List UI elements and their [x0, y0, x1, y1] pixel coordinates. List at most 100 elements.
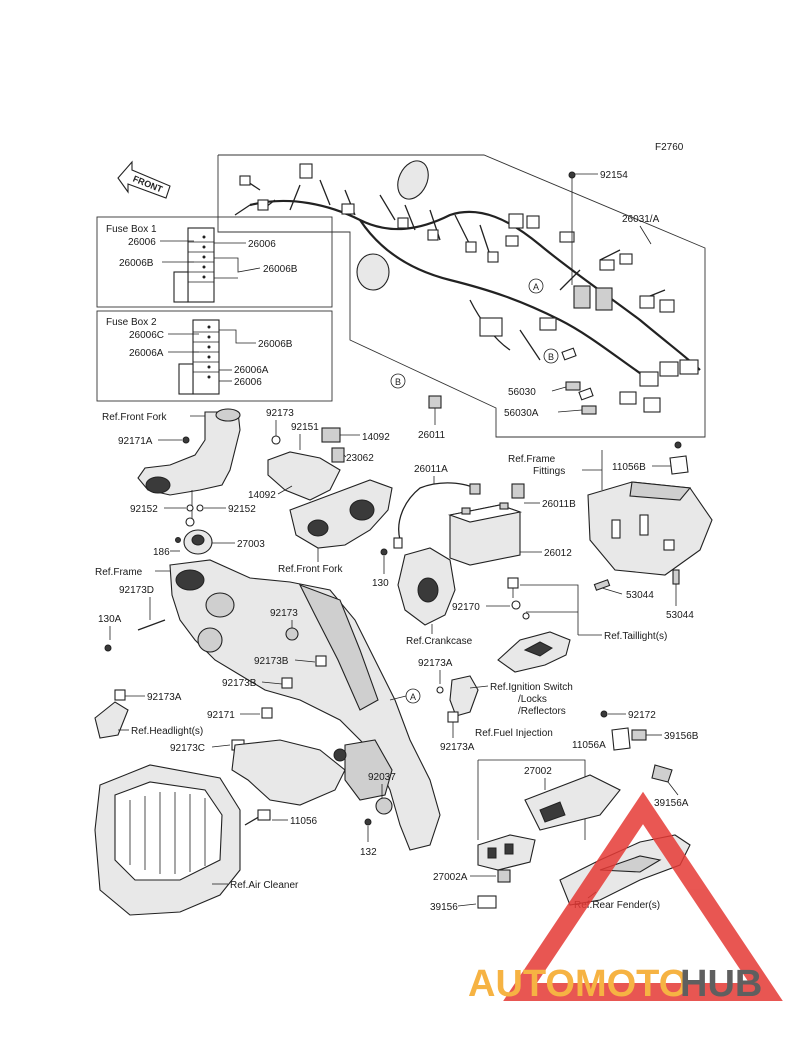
label-26011A: 26011A: [414, 464, 448, 475]
label-56030: 56030: [508, 387, 536, 398]
relay-block-2: [595, 287, 613, 311]
label-92173-b: 92173: [270, 608, 298, 619]
label-92173A-b: 92173A: [418, 658, 453, 669]
label-11056B: 11056B: [612, 462, 646, 473]
fuse1-label-right-2: 26006B: [263, 264, 298, 275]
fuse2-label-left-1: 26006C: [129, 330, 164, 341]
label-39156A: 39156A: [654, 798, 689, 809]
label-ref-front-fork-2: Ref.Front Fork: [278, 564, 343, 575]
label-92173D: 92173D: [119, 585, 154, 596]
label-186: 186: [153, 547, 170, 558]
frame-structure: Ref.Frame 92173D 130A 92173 92173B 92173…: [94, 559, 441, 851]
ecu-assembly: Ref.Fuel Injection 92172 11056A 39156B 2…: [475, 710, 699, 871]
label-ref-ignition-1: Ref.Ignition Switch: [490, 682, 573, 693]
label-26011B: 26011B: [542, 499, 576, 510]
label-92173-a: 92173: [266, 408, 294, 419]
label-26031A: 26031/A: [622, 214, 660, 225]
label-92152-a: 92152: [130, 504, 158, 515]
front-arrow: FRONT: [117, 160, 171, 199]
battery-case: Ref.Frame Fittings 11056B 53044 53044: [508, 441, 713, 621]
watermark-text-1: AUTOMOTO: [468, 963, 688, 1005]
fuse1-label-left-2: 26006B: [119, 258, 154, 269]
wiring-harness: [234, 160, 701, 413]
label-27003: 27003: [237, 539, 265, 550]
label-26011: 26011: [418, 430, 446, 441]
callout-b-harness: B: [543, 348, 559, 364]
fuse2-label-right-1: 26006B: [258, 339, 293, 350]
label-92172: 92172: [628, 710, 656, 721]
relay-block-1: [573, 285, 591, 309]
label-ref-rear-fender: Ref.Rear Fender(s): [574, 900, 660, 911]
label-ref-front-fork-1: Ref.Front Fork: [102, 412, 167, 423]
callout-b-26011: B 26011: [390, 373, 446, 441]
handlebar-switch-assembly: 92173 92151 14092 23062 14092 Ref.Front …: [248, 408, 393, 575]
fuse2-label-right-3: 26006: [234, 377, 262, 388]
label-39156: 39156: [430, 902, 458, 913]
label-132: 132: [360, 847, 377, 858]
callout-a-harness: A: [528, 278, 544, 294]
label-ref-air-cleaner: Ref.Air Cleaner: [230, 880, 299, 891]
label-ref-ignition-2: /Locks: [518, 694, 547, 705]
label-92151: 92151: [291, 422, 319, 433]
label-ref-frame-fittings-1: Ref.Frame: [508, 454, 556, 465]
label-92173B-b: 92173B: [222, 678, 257, 689]
taillight-bracket: 92170 Ref.Taillight(s): [452, 577, 667, 673]
label-26012: 26012: [544, 548, 572, 559]
label-53044-a: 53044: [626, 590, 654, 601]
fuse-box-2-title: Fuse Box 2: [106, 317, 157, 328]
label-56030A: 56030A: [504, 408, 539, 419]
svg-text:B: B: [395, 377, 401, 387]
battery-assembly: 26011A 26012 26011B 130: [372, 464, 576, 589]
fuse-box-1-title: Fuse Box 1: [106, 224, 157, 235]
label-92173B-a: 92173B: [254, 656, 289, 667]
fuse1-label-right-1: 26006: [248, 239, 276, 250]
ignition-switch-bracket: 92173A Ref.Ignition Switch /Locks /Refle…: [418, 658, 573, 753]
svg-text:A: A: [533, 282, 539, 292]
label-130-a: 130: [372, 578, 389, 589]
fuse2-label-left-2: 26006A: [129, 348, 164, 359]
fuse-box-1-panel: Fuse Box 1 26006 26006B 26006 26006B: [96, 216, 333, 308]
label-11056: 11056: [290, 816, 318, 827]
watermark-logo: AUTOMOTO HUB: [468, 791, 783, 1005]
part-92154: 92154: [568, 170, 628, 181]
label-92170: 92170: [452, 602, 480, 613]
label-ref-headlight: Ref.Headlight(s): [131, 726, 203, 737]
label-92171A: 92171A: [118, 436, 153, 447]
label-ref-frame-fittings-2: Fittings: [533, 466, 565, 477]
harness-connector-1: [299, 163, 313, 179]
label-ref-crankcase: Ref.Crankcase: [406, 636, 473, 647]
capacitor-2: [356, 253, 390, 291]
fuse2-label-right-2: 26006A: [234, 365, 269, 376]
air-cleaner-box: 11056 Ref.Air Cleaner: [94, 764, 318, 916]
label-ref-fuel-injection: Ref.Fuel Injection: [475, 728, 553, 739]
label-92171: 92171: [207, 710, 235, 721]
label-14092-a: 14092: [362, 432, 390, 443]
watermark-triangle: [503, 791, 783, 1001]
label-11056A: 11056A: [572, 740, 606, 751]
label-ref-ignition-3: /Reflectors: [518, 706, 566, 717]
label-39156B: 39156B: [664, 731, 699, 742]
front-fork-assembly: Ref.Front Fork 92171A 92152 92152 27003 …: [102, 408, 265, 558]
label-92173A-c: 92173A: [440, 742, 475, 753]
svg-text:B: B: [548, 352, 554, 362]
callout-a-frame: A: [389, 688, 421, 704]
label-ref-taillight: Ref.Taillight(s): [604, 631, 667, 642]
svg-text:A: A: [410, 692, 416, 702]
capacitor-1: [397, 160, 429, 200]
rear-fender-bracket: 27002A 39156 Ref.Rear Fender(s): [430, 834, 691, 913]
label-53044-b: 53044: [666, 610, 694, 621]
label-ref-frame: Ref.Frame: [95, 567, 143, 578]
figure-id: F2760: [655, 142, 684, 153]
label-92037: 92037: [368, 772, 396, 783]
harness-frame: [217, 154, 706, 438]
side-cover-panel: [231, 739, 393, 806]
label-130A: 130A: [98, 614, 122, 625]
crankcase-part: Ref.Crankcase: [397, 547, 473, 647]
label-14092-b: 14092: [248, 490, 276, 501]
lower-fastener-group: 92037 132: [360, 772, 396, 858]
label-27002: 27002: [524, 766, 552, 777]
label-92173C: 92173C: [170, 743, 205, 754]
label-92152-b: 92152: [228, 504, 256, 515]
